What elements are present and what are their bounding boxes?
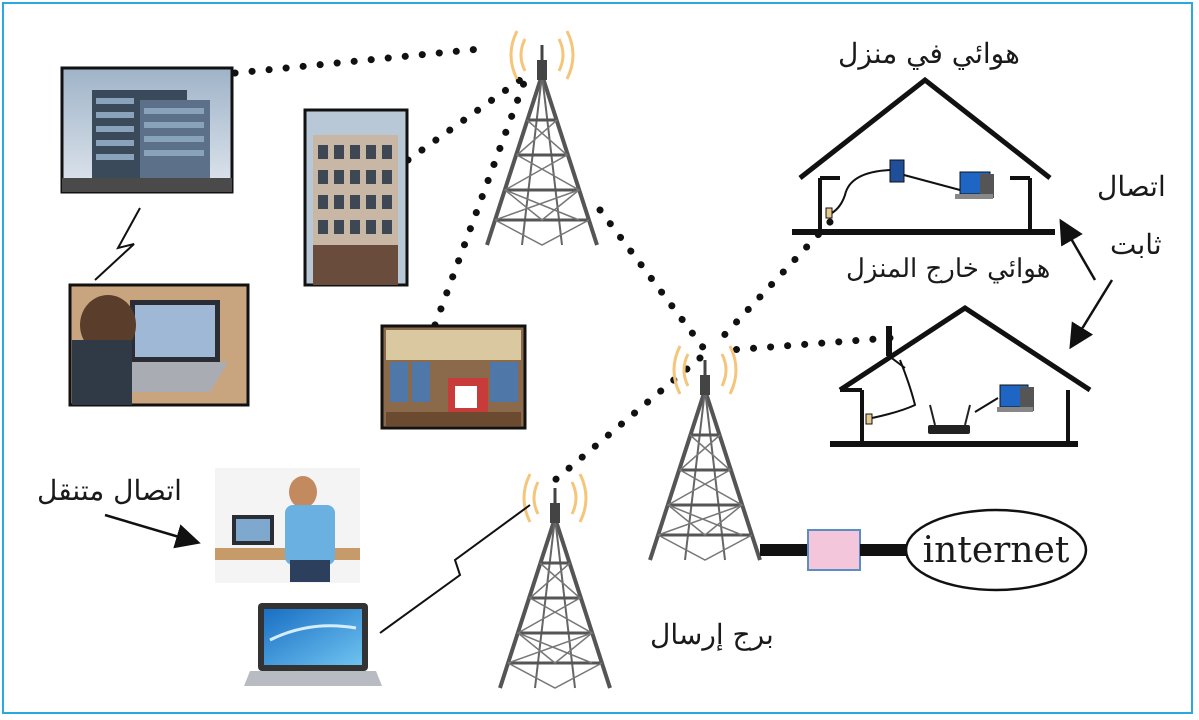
desktop-computer-icon-2 — [997, 384, 1034, 412]
office-building-photo — [60, 66, 234, 194]
fixed-connection-label-line2: ثابت — [1110, 228, 1162, 261]
link-outside-main — [726, 334, 894, 354]
transmission-tower-top — [485, 29, 599, 247]
fixed-connection-label-line1: اتصال — [1097, 170, 1166, 203]
desktop-computer-icon — [955, 171, 994, 199]
shop-interior-photo — [380, 324, 527, 430]
link-main-mobiletower — [551, 354, 704, 484]
laptop-user-photo — [68, 283, 250, 407]
fixed-connection-arrow-down — [1069, 279, 1114, 350]
house-with-indoor-antenna — [792, 76, 1055, 235]
outdoor-antenna-icon — [886, 326, 892, 356]
transmission-tower-bottom — [498, 472, 612, 690]
mobile-connection-label: اتصال متنقل — [37, 474, 182, 507]
house-with-outdoor-antenna — [830, 305, 1092, 447]
wireless-link-laptop-tower — [379, 504, 531, 634]
laptop-photo — [244, 603, 382, 686]
link-shop-tower — [431, 76, 529, 329]
indoor-antenna-icon — [889, 159, 905, 183]
fixed-connection-arrow-up — [1059, 218, 1097, 281]
transmission-tower-main — [648, 344, 762, 562]
wireless-link-office-laptop — [94, 207, 141, 281]
transmission-tower-label: برج إرسال — [650, 618, 774, 651]
link-tower-main — [596, 206, 709, 354]
brick-building-photo — [303, 108, 409, 287]
link-building-tower — [404, 76, 524, 164]
modem-box — [807, 529, 861, 571]
internet-label: internet — [923, 530, 1070, 571]
internet-cloud — [904, 508, 1088, 592]
antenna-home-label: هوائي في منزل — [838, 37, 1020, 70]
router-icon — [928, 404, 971, 434]
mobile-connection-arrow — [104, 513, 201, 549]
antenna-outside-label: هوائي خارج المنزل — [846, 254, 1051, 284]
link-office-tower — [231, 44, 494, 77]
link-home-main — [711, 218, 834, 349]
mobile-user-photo — [215, 468, 360, 583]
